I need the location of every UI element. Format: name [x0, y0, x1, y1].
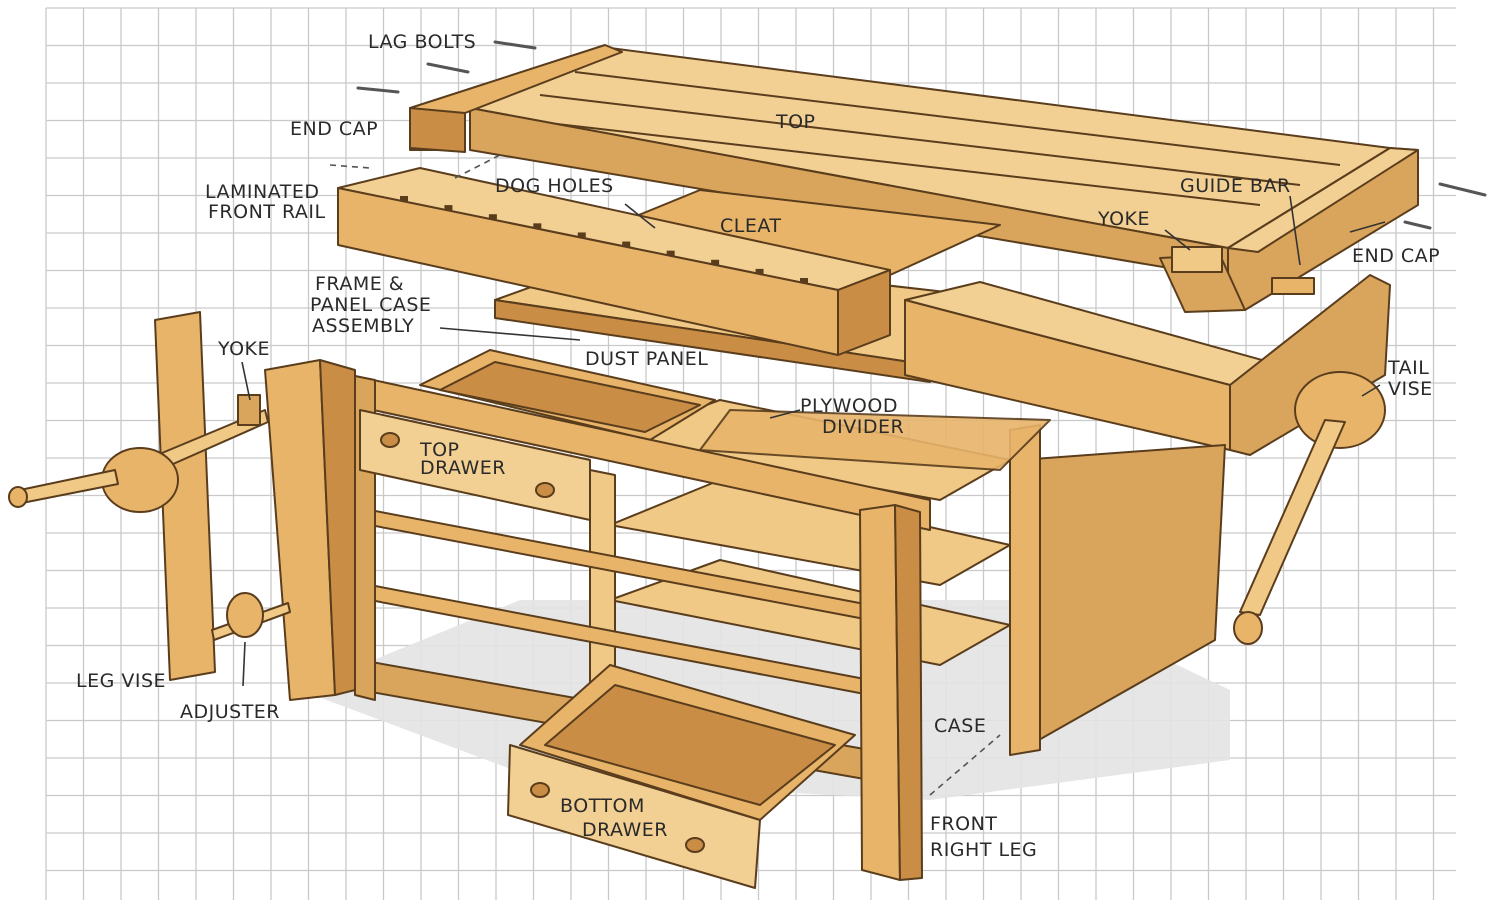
top-drawer-knob [380, 432, 400, 448]
leg-vise-handle [19, 469, 119, 504]
label-adjuster: ADJUSTER [180, 701, 280, 723]
front-rail-end [837, 269, 891, 356]
label-yoke-right: YOKE [1097, 208, 1150, 230]
dog-holes [400, 196, 808, 283]
label-top-drawer-2: DRAWER [420, 457, 506, 479]
label-divider: DIVIDER [822, 416, 904, 438]
label-front-rail: FRONT RAIL [208, 201, 326, 223]
tail-vise-handle [1239, 419, 1346, 616]
dog-hole [711, 259, 720, 265]
label-yoke-left: YOKE [217, 338, 270, 360]
label-tail: TAIL [1387, 357, 1429, 379]
label-bottom-drawer: DRAWER [582, 819, 668, 841]
front-right-leg-face [859, 504, 901, 881]
label-right-leg: RIGHT LEG [930, 839, 1037, 861]
label-frame-panel-2: PANEL CASE [310, 294, 431, 316]
front-left-leg-side [319, 359, 356, 696]
label-top: TOP [775, 111, 816, 133]
dog-hole [488, 214, 497, 220]
lag-bolt [426, 62, 470, 74]
label-dog-holes: DOG HOLES [495, 175, 614, 197]
dog-hole [400, 196, 408, 201]
label-top-drawer-1: TOP [419, 439, 460, 461]
top-drawer-front [359, 409, 591, 521]
label-leg-vise: LEG VISE [76, 670, 166, 692]
dog-hole [800, 278, 808, 283]
bottom-drawer-knob [530, 782, 550, 798]
leg-vise-handle-knob [8, 486, 28, 508]
bottom-drawer-inside [544, 684, 836, 806]
top-board-line [539, 94, 1301, 186]
dog-hole [577, 232, 586, 238]
bottom-drawer-knob [685, 837, 705, 853]
leader-line [439, 327, 581, 341]
label-end-cap-right: END CAP [1352, 245, 1440, 267]
top-drawer-knob [535, 482, 555, 498]
plywood-divider-part [699, 409, 1051, 471]
top-board-line [504, 117, 1261, 206]
end-cap-right-face [1227, 147, 1419, 253]
label-front: FRONT [930, 813, 997, 835]
label-end-cap-left: END CAP [290, 118, 378, 140]
end-cap-left-face [409, 107, 466, 153]
lag-bolt [493, 40, 537, 50]
label-cleat: CLEAT [720, 215, 782, 237]
leader-line [1289, 195, 1301, 266]
yoke-left-part [237, 394, 261, 426]
dog-hole [533, 223, 542, 229]
floor-shadow [300, 600, 1230, 800]
tail-vise-assembly [904, 246, 1391, 645]
leader-line [241, 361, 251, 401]
leader-line [1164, 229, 1191, 251]
leader-line [1361, 384, 1381, 397]
tail-vise-jaw [1229, 274, 1391, 456]
front-right-leg-side [894, 504, 923, 881]
dog-hole [755, 268, 764, 274]
dog-hole [666, 250, 675, 256]
case-right-frame [1009, 424, 1041, 756]
tail-vise-handle-knob [1233, 611, 1263, 645]
label-lag-bolts: LAG BOLTS [368, 31, 476, 53]
leader-line [242, 641, 246, 687]
laminated-front-rail [337, 167, 891, 356]
top-drawer-box [419, 349, 716, 441]
label-laminated: LAMINATED [205, 181, 320, 203]
top-drawer-inside [439, 361, 701, 433]
bottom-drawer [507, 664, 856, 889]
bench-top [409, 44, 1419, 311]
label-bottom: BOTTOM [560, 795, 645, 817]
tail-vise-hub [1294, 371, 1386, 449]
adjuster-knob [226, 592, 264, 638]
top-board-line [574, 71, 1341, 166]
dog-hole [444, 205, 453, 211]
label-frame-panel-3: ASSEMBLY [312, 315, 414, 337]
alignment-dash [454, 154, 501, 179]
leader-line [769, 409, 801, 419]
yoke-right-part [1171, 246, 1223, 273]
leg-vise-chop [154, 311, 216, 681]
lag-bolt-group [356, 40, 1487, 230]
guide-bar-small [1271, 277, 1315, 295]
label-frame-panel-1: FRAME & [315, 273, 404, 295]
dog-hole [622, 241, 631, 247]
label-vise: VISE [1388, 378, 1433, 400]
top-drawer-face [359, 409, 591, 521]
lag-bolt [356, 86, 400, 94]
label-guide-bar: GUIDE BAR [1180, 175, 1291, 197]
leader-line [624, 203, 656, 229]
alignment-dash [929, 734, 1001, 796]
front-left-leg [264, 359, 356, 701]
leader-line [1349, 221, 1386, 233]
leg-vise [8, 311, 291, 681]
label-case: CASE [934, 715, 986, 737]
lag-bolt [1403, 220, 1432, 230]
alignment-dash [329, 164, 371, 169]
label-plywood: PLYWOOD [800, 395, 898, 417]
lag-bolt [1438, 182, 1487, 197]
label-dust-panel: DUST PANEL [585, 348, 708, 370]
front-right-leg-part [859, 504, 923, 881]
